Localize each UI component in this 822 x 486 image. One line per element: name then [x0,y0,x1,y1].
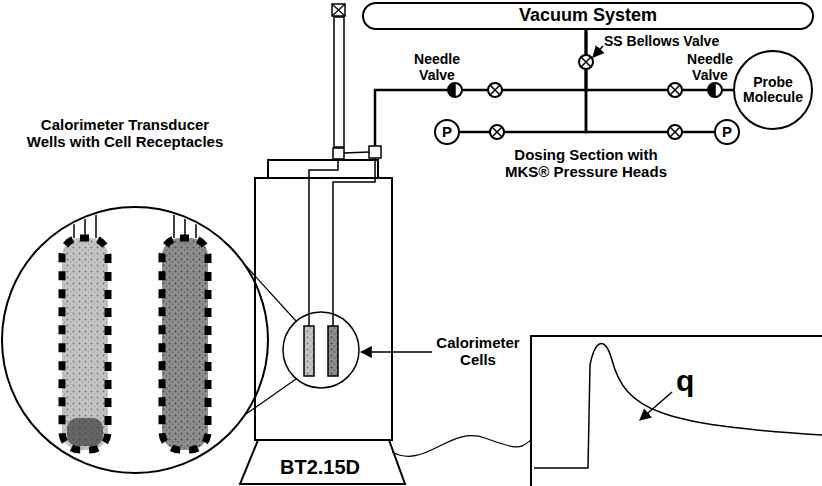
shutoff-valve [490,125,504,139]
valve-label: Needle Valve [414,51,460,83]
heat-symbol: q [676,364,694,399]
node-label: P [722,124,732,141]
cell-receptacle [67,418,103,446]
plot-frame [531,336,822,486]
feedthrough-square [369,146,381,158]
needle-valve [448,83,462,97]
transducer-well [162,238,208,450]
calorimeter-body [255,178,392,440]
node-label: Vacuum System [519,6,657,26]
pipe-line [460,30,586,132]
valve-label: SS Bellows Valve [604,33,719,49]
calorimeter-cell [304,326,314,376]
well-wires [74,190,196,238]
cell-region-circle [283,312,359,388]
probe-molecule-circle: Probe Molecule [733,50,813,130]
leader-arrow [640,392,672,420]
signal-cable [392,436,531,457]
transducer-well [62,238,108,450]
pipe-line [586,30,733,90]
part-label: Calorimeter Cells [436,334,519,369]
shutoff-valve [488,83,502,97]
vacuum-system-box: Vacuum System [362,2,814,30]
valve-label: Needle Valve [687,51,733,83]
magnifier-circle [2,207,268,473]
pipe-line [375,30,586,158]
calorimeter-outline [232,158,408,486]
shutoff-valve [668,125,682,139]
leader-arrow [361,351,432,353]
calorimeter-housing: BT2.15D [232,158,408,486]
node-label: Probe Molecule [743,75,803,106]
calorimeter-cell [328,326,338,376]
calorimeter-cap [268,160,378,178]
sample-tube [332,4,345,147]
transducer-wells [62,190,208,450]
feedthrough-square [333,148,344,159]
node-label: P [442,124,452,141]
shutoff-valve [668,83,682,97]
pressure-head-circle: P [714,119,740,145]
heat-flow-curve [534,344,822,468]
magnifier-label: Calorimeter Transducer Wells with Cell R… [22,116,228,151]
heat-flow-plot [531,336,822,486]
node-label: BT2.15D [232,456,408,478]
leader-arrow [593,46,603,57]
section-label: Dosing Section with MKS® Pressure Heads [499,146,674,181]
pressure-head-circle: P [434,119,460,145]
magnifier [2,190,268,473]
zoom-lines [246,266,296,414]
bellows-valve [579,55,593,69]
needle-valve [708,83,722,97]
